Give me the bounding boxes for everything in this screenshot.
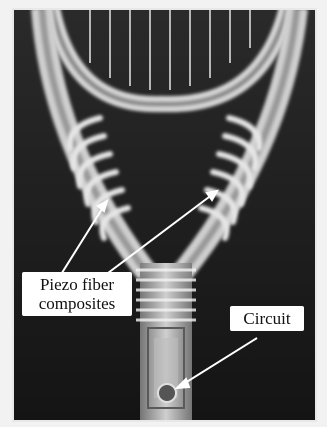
circuit-component: [158, 384, 176, 402]
piezo-fiber-label: Piezo fiber composites: [22, 272, 132, 316]
circuit-label-text: Circuit: [236, 309, 298, 328]
piezo-label-line1: Piezo fiber: [28, 275, 126, 294]
piezo-label-line2: composites: [28, 294, 126, 313]
tennis-racket-xray-photo: [12, 8, 317, 422]
circuit-label: Circuit: [230, 306, 304, 331]
